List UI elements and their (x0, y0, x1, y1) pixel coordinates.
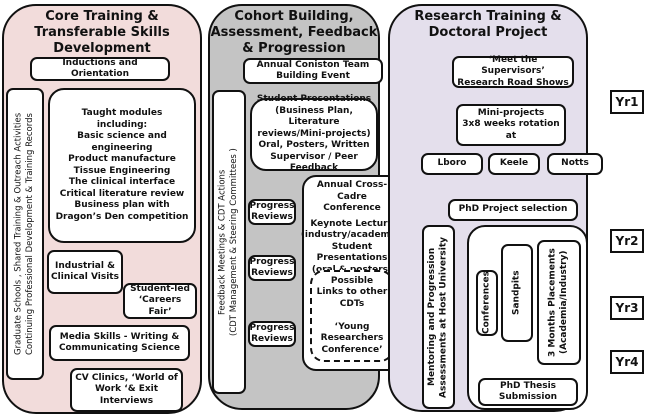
university-lboro: Lboro (421, 153, 483, 175)
university-keele: Keele (488, 153, 540, 175)
coniston-event-box: Annual Coniston Team Building Event (243, 58, 383, 84)
feedback-meetings-bar: Feedback Meetings & CDT Actions (CDT Man… (212, 90, 246, 394)
progress-review-1: Progress Reviews (248, 199, 296, 225)
industrial-visits-box: Industrial & Clinical Visits (47, 250, 123, 294)
careers-fair-box: Student-led ‘Careers Fair’ (123, 283, 197, 319)
links-other-cdts-box: Possible Links to other CDTs ‘Young Rese… (310, 270, 394, 362)
cross-cadre-title: Annual Cross-Cadre Conference (316, 180, 388, 213)
cv-clinics-box: CV Clinics, ‘World of Work ‘& Exit Inter… (70, 368, 183, 412)
university-notts: Notts (547, 153, 603, 175)
cross-cadre-body: Keynote Lecture (industry/academia) Stud… (300, 218, 404, 275)
year-label-4: Yr4 (610, 350, 644, 374)
meet-supervisors-box: ‘Meet the Supervisors’ Research Road Sho… (452, 55, 574, 88)
column-title: Research Training & Doctoral Project (414, 9, 562, 40)
taught-modules-box: Taught modules including: Basic science … (48, 88, 196, 243)
student-presentations-box: Student Presentations (Business Plan, Li… (250, 94, 378, 173)
progress-review-2: Progress Reviews (248, 255, 296, 281)
year-label-1: Yr1 (610, 90, 644, 114)
phd-project-selection-box: PhD Project selection (448, 199, 578, 221)
inductions-box: Inductions and Orientation (30, 57, 170, 81)
year-label-2: Yr2 (610, 229, 644, 253)
mini-projects-box: Mini-projects 3x8 weeks rotation at (456, 104, 566, 146)
conferences-box: Conferences (476, 270, 498, 336)
column-title: Cohort Building, Assessment, Feedback & … (210, 9, 378, 56)
placements-box: 3 Months Placements (Academia/Industry) (537, 240, 581, 365)
column-title: Core Training & Transferable Skills Deve… (34, 9, 170, 56)
media-skills-box: Media Skills - Writing & Communicating S… (49, 325, 190, 361)
sandpits-box: Sandpits (501, 244, 533, 342)
graduate-schools-bar: Graduate Schools , Shared Training & Out… (6, 88, 44, 380)
year-label-3: Yr3 (610, 296, 644, 320)
mentoring-progression-bar: Mentoring and Progression Assessments at… (422, 225, 455, 409)
progress-review-3: Progress Reviews (248, 321, 296, 347)
phd-thesis-box: PhD Thesis Submission (478, 378, 578, 406)
